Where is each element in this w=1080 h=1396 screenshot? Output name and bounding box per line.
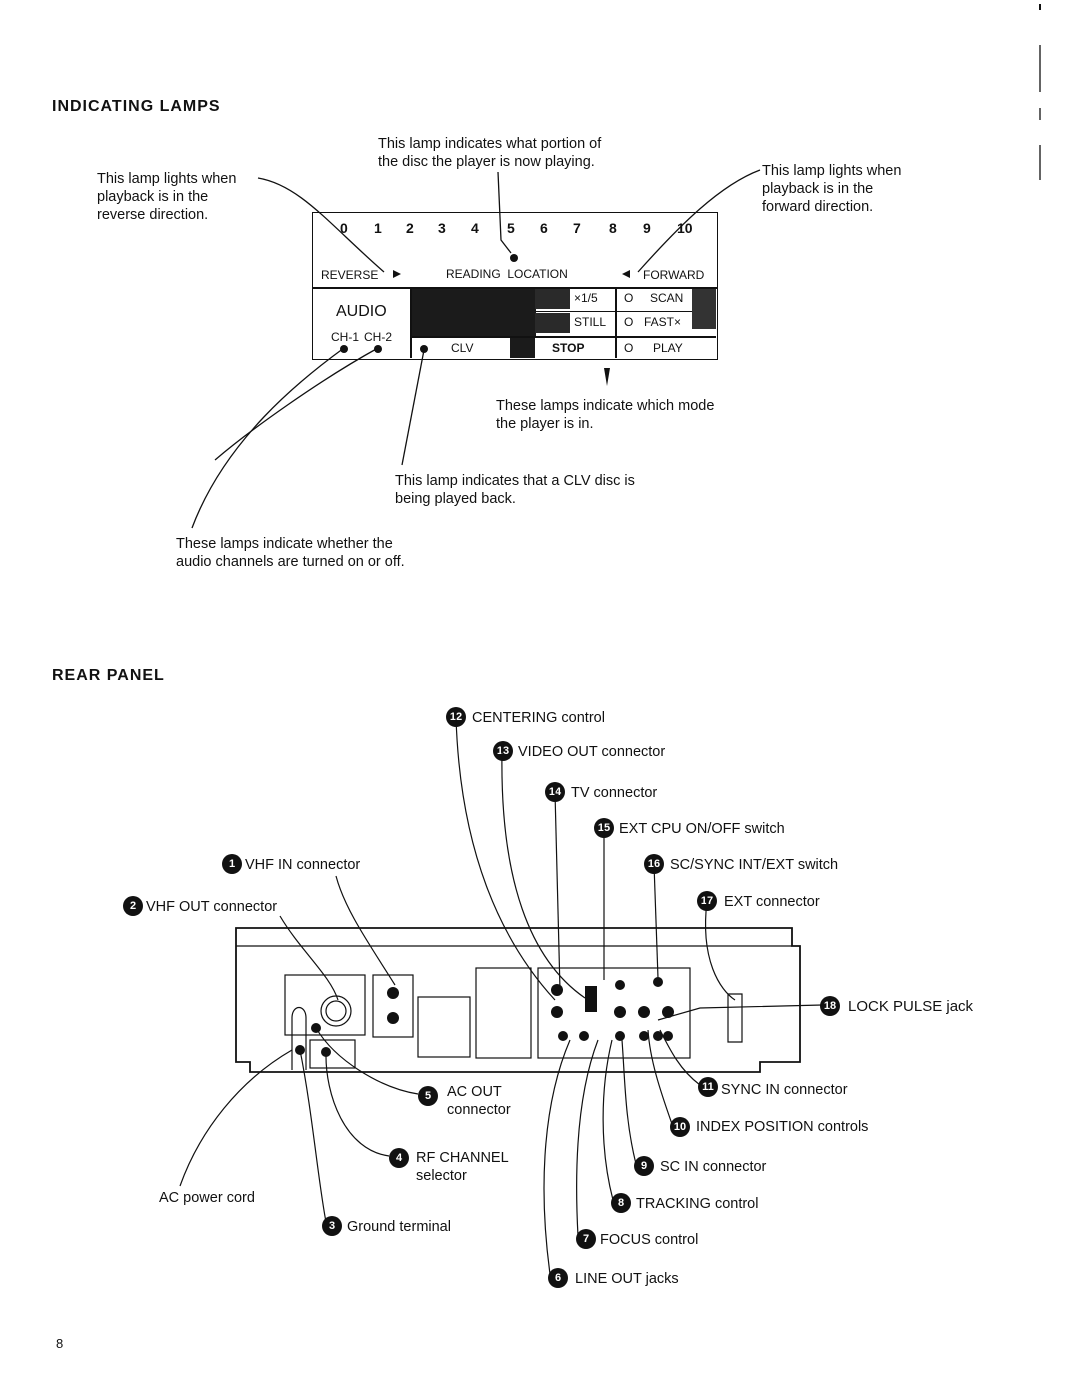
display-divider [312,287,718,289]
location-number: 0 [340,220,348,236]
page-number: 8 [56,1336,64,1351]
reading-location-callout: This lamp indicates what portion of the … [378,136,602,170]
location-number: 5 [507,220,515,236]
location-number: 8 [609,220,617,236]
forward-label: FORWARD [643,268,705,282]
display-dark-area [412,289,536,336]
reverse-lamp-callout: This lamp lights when playback is in the… [97,171,237,223]
ac-power-cord-label: AC power cord [159,1190,255,1206]
focus-control-label: FOCUS control [600,1232,699,1248]
ext-connector-label: EXT connector [724,894,820,910]
location-number: 6 [540,220,548,236]
sc-in-label: SC IN connector [660,1159,767,1175]
ac-out-label: AC OUT connector [447,1084,511,1118]
display-dark-area [535,289,570,309]
vhf-out-label: VHF OUT connector [146,899,278,915]
mode-lamps-callout: These lamps indicate which mode the play… [496,398,715,432]
tracking-control-label: TRACKING control [636,1196,759,1212]
ch1-label: CH-1 [331,330,360,344]
clv-label: CLV [451,341,474,355]
line-out-label: LINE OUT jacks [575,1271,679,1287]
scan-lamp: O [624,291,634,305]
index-position-label: INDEX POSITION controls [696,1119,869,1135]
forward-lamp-callout: This lamp lights when playback is in the… [762,163,902,215]
callout-number-1: 1 [222,854,242,874]
ext-cpu-switch-label: EXT CPU ON/OFF switch [619,821,785,837]
x15-label: ×1/5 [574,291,598,305]
ground-terminal-label: Ground terminal [347,1219,451,1235]
ch2-label: CH-2 [364,330,393,344]
clv-lamp-callout: This lamp indicates that a CLV disc is b… [395,473,635,507]
rf-channel-label: RF CHANNEL selector [416,1150,509,1184]
stop-label: STOP [552,341,585,355]
location-number: 7 [573,220,581,236]
rear-panel-heading: REAR PANEL [52,667,165,684]
audio-lamps-callout: These lamps indicate whether the audio c… [176,536,405,570]
location-number: 4 [471,220,479,236]
callout-number-10: 10 [670,1117,690,1137]
callout-number-9: 9 [634,1156,654,1176]
location-number: 9 [643,220,651,236]
callout-number-5: 5 [418,1086,438,1106]
callout-number-11: 11 [698,1077,718,1097]
tv-connector-label: TV connector [571,785,658,801]
vhf-in-label: VHF IN connector [245,857,361,873]
play-label: PLAY [653,341,683,355]
play-lamp: O [624,341,634,355]
callout-number-8: 8 [611,1193,631,1213]
callout-number-13: 13 [493,741,513,761]
display-divider [615,288,617,358]
sync-in-label: SYNC IN connector [721,1082,848,1098]
display-divider [410,288,412,358]
lock-pulse-label: LOCK PULSE jack [848,998,974,1015]
callout-number-4: 4 [389,1148,409,1168]
centering-control-label: CENTERING control [472,710,605,726]
still-label: STILL [574,315,607,329]
sc-sync-switch-label: SC/SYNC INT/EXT switch [670,857,839,873]
callout-number-6: 6 [548,1268,568,1288]
fast-lamp: O [624,315,634,329]
location-number: 10 [677,220,693,236]
display-dark-area [535,313,570,333]
display-divider [410,336,716,338]
location-number: 1 [374,220,382,236]
location-number: 3 [438,220,446,236]
display-dark-area [510,338,535,358]
reverse-label: REVERSE [321,268,379,282]
callout-number-3: 3 [322,1216,342,1236]
display-divider [534,311,716,313]
callout-number-18: 18 [820,996,840,1016]
display-dark-area [692,289,716,329]
fastx-label: FAST× [644,315,682,329]
indicating-lamps-heading: INDICATING LAMPS [52,98,221,115]
scan-label: SCAN [650,291,684,305]
reading-location-label: READING LOCATION [446,267,568,281]
audio-label: AUDIO [336,303,387,320]
location-number: 2 [406,220,414,236]
callout-number-7: 7 [576,1229,596,1249]
video-out-label: VIDEO OUT connector [518,744,666,760]
callout-number-2: 2 [123,896,143,916]
